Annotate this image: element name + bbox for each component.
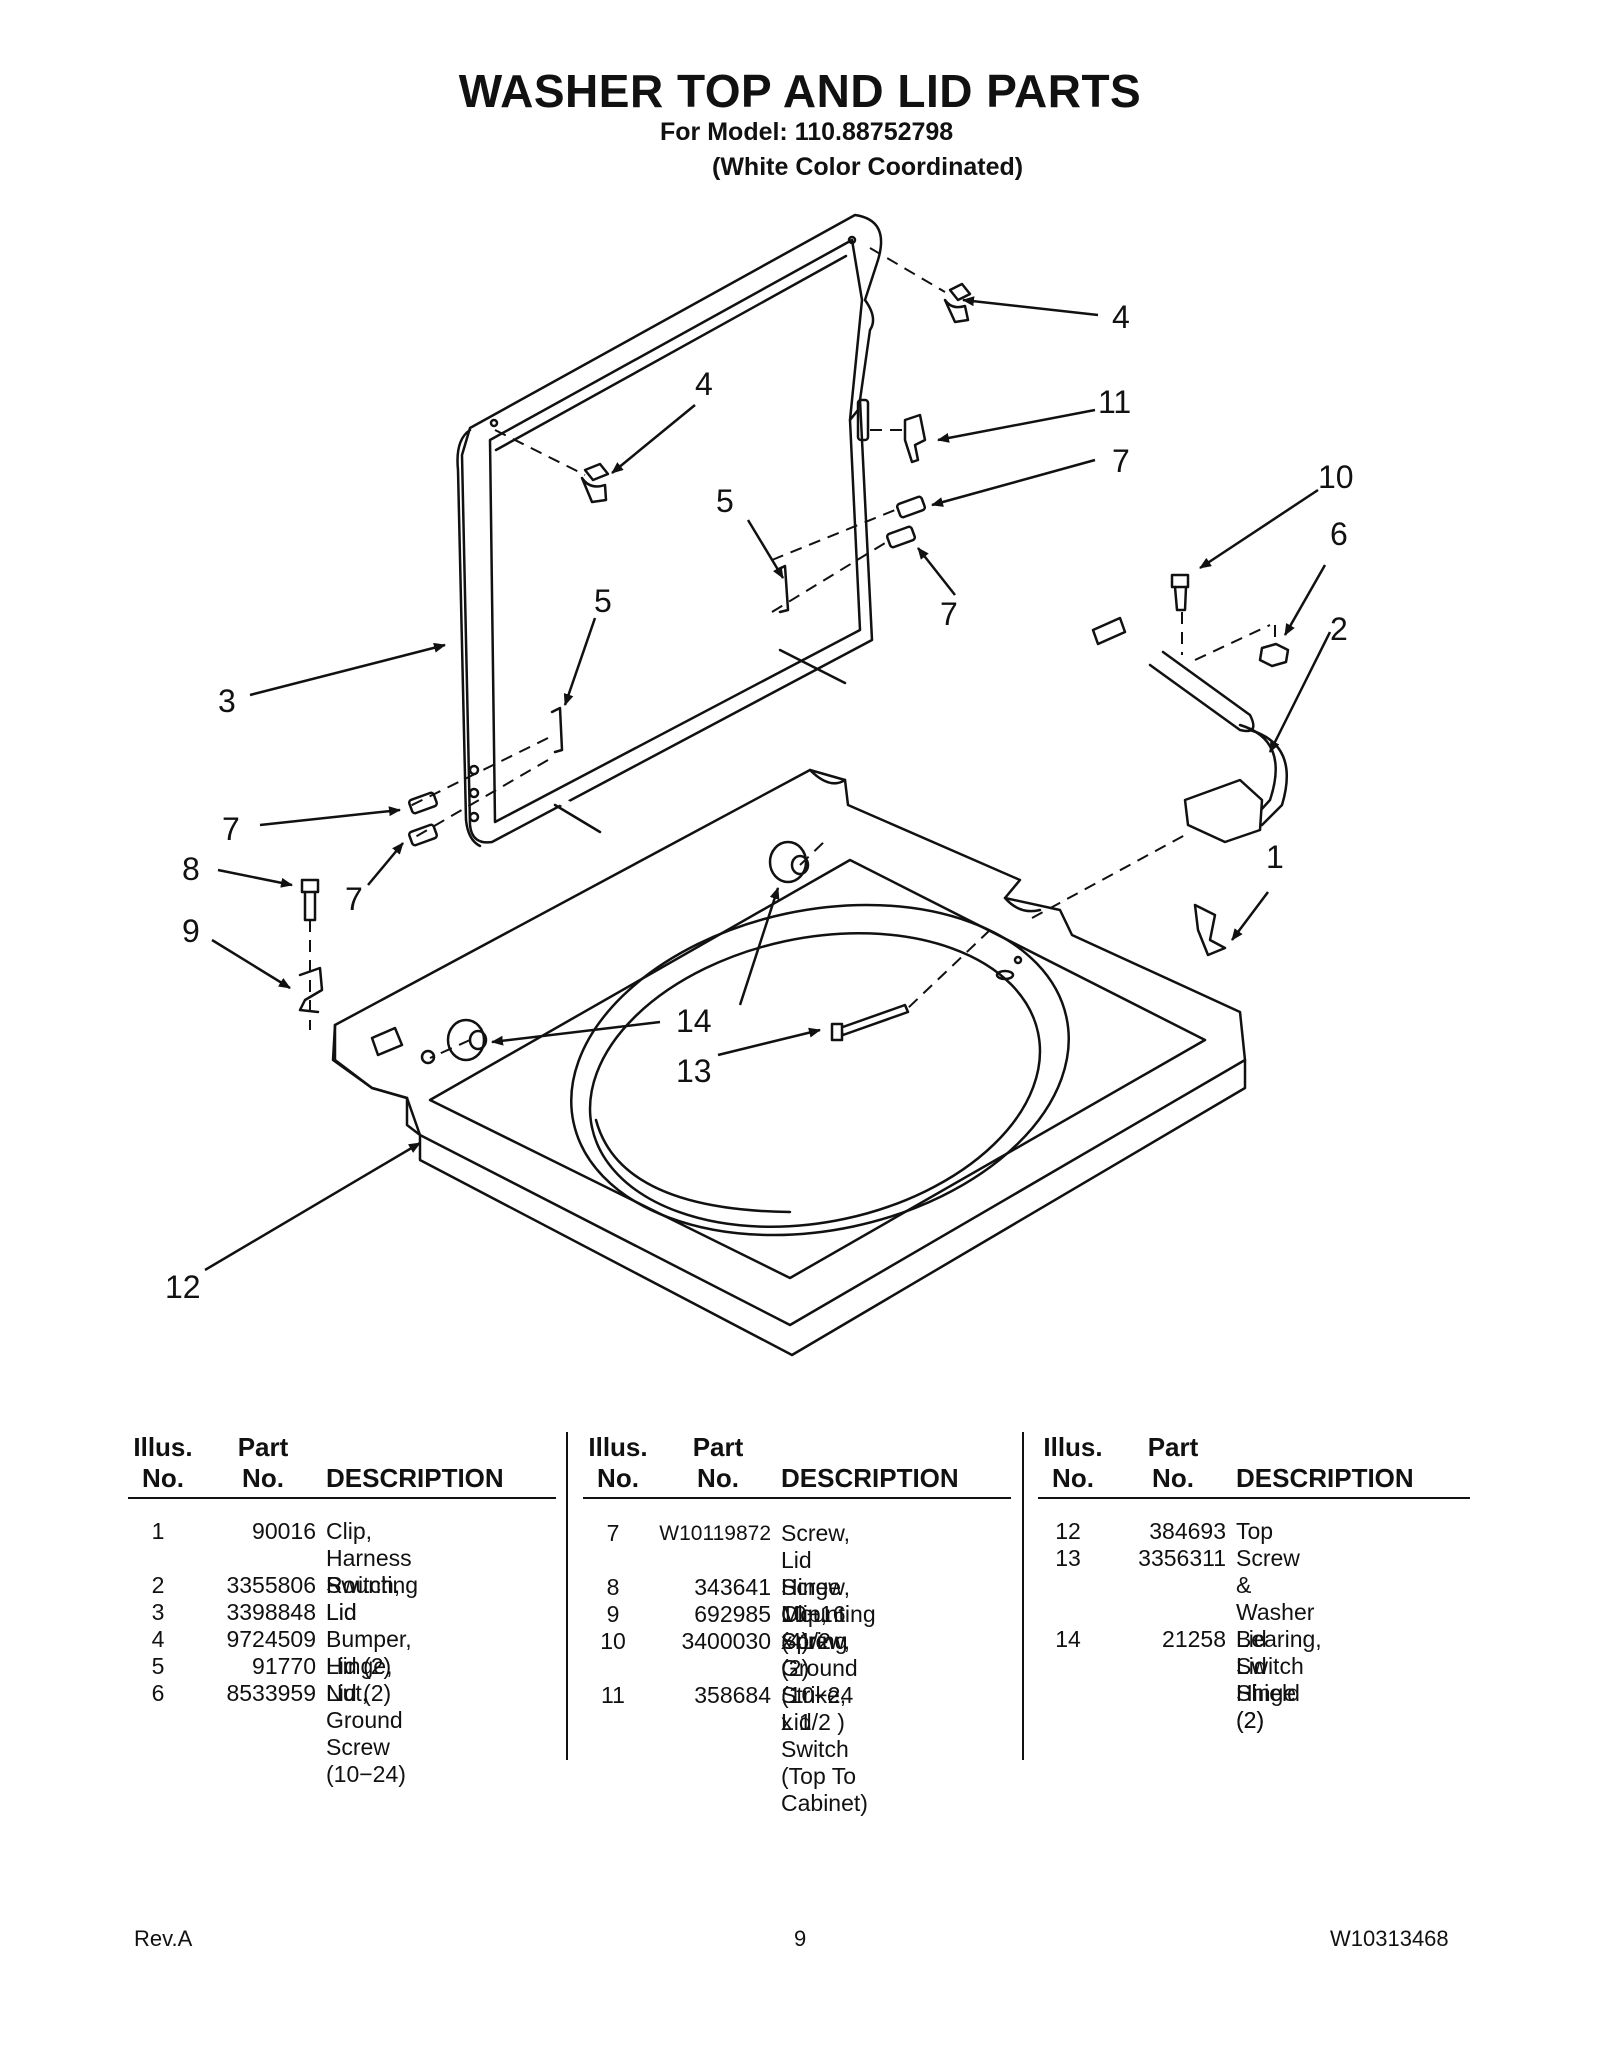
row-description: Bumper, Lid (2) bbox=[326, 1626, 412, 1679]
screws-7-right bbox=[885, 495, 927, 549]
ground-screw-10 bbox=[1170, 573, 1190, 612]
row-description: Switch, Lid bbox=[326, 1572, 401, 1625]
row-description: Screw, Lid Hinge Mounting (4) bbox=[781, 1520, 876, 1654]
row-description: Lid bbox=[326, 1599, 357, 1625]
callout-12: 12 bbox=[165, 1269, 201, 1305]
strike-11 bbox=[903, 413, 927, 464]
callout-4b: 4 bbox=[695, 366, 713, 402]
row-description: Screw, 10−16 x 1/2 bbox=[781, 1574, 851, 1654]
page-title: WASHER TOP AND LID PARTS bbox=[458, 65, 1142, 117]
row-description: Strike, Lid Switch (Top To Cabinet) bbox=[781, 1682, 868, 1816]
callout-7d: 7 bbox=[345, 881, 363, 917]
callout-2: 2 bbox=[1330, 611, 1348, 647]
callout-10: 10 bbox=[1318, 459, 1354, 495]
footer-page-number: 9 bbox=[794, 1926, 807, 1951]
callout-11: 11 bbox=[1098, 384, 1131, 420]
footer-doc-number: W10313468 bbox=[1330, 1926, 1449, 1951]
header-rule bbox=[1038, 1497, 1470, 1499]
callout-5a: 5 bbox=[716, 483, 734, 519]
clip-1 bbox=[1193, 903, 1227, 957]
row-description: Nut, Ground Screw (10−24) bbox=[326, 1680, 406, 1787]
header-illus: Illus. bbox=[588, 1432, 648, 1462]
column-divider-1 bbox=[566, 1432, 568, 1760]
header-rule bbox=[128, 1497, 556, 1499]
row-description: Bearing, Lid Hinge (2) bbox=[1236, 1626, 1322, 1733]
color-note: (White Color Coordinated) bbox=[712, 153, 1024, 181]
callout-5b: 5 bbox=[594, 583, 612, 619]
callout-4a: 4 bbox=[1112, 299, 1130, 335]
callout-7c: 7 bbox=[222, 811, 240, 847]
footer-revision: Rev.A bbox=[134, 1926, 193, 1951]
top-drawing bbox=[331, 768, 1247, 1357]
callout-7b: 7 bbox=[940, 596, 958, 632]
header-illus-no: No. bbox=[597, 1463, 639, 1493]
header-illus: Illus. bbox=[133, 1432, 193, 1462]
row-description: Screw, Ground (10−24 x 1/2 ) bbox=[781, 1628, 858, 1735]
header-part-no: No. bbox=[697, 1463, 739, 1493]
screw-8 bbox=[300, 878, 320, 922]
header-rule bbox=[583, 1497, 1011, 1499]
header-part-no: No. bbox=[242, 1463, 284, 1493]
lid-drawing bbox=[456, 213, 883, 848]
screws-7-left bbox=[407, 791, 439, 847]
callout-9: 9 bbox=[182, 913, 200, 949]
header-illus: Illus. bbox=[1043, 1432, 1103, 1462]
header-illus-no: No. bbox=[142, 1463, 184, 1493]
callout-1: 1 bbox=[1266, 839, 1284, 875]
header-part: Part bbox=[237, 1432, 289, 1462]
switch-2 bbox=[1091, 616, 1289, 844]
header-description: DESCRIPTION bbox=[781, 1463, 959, 1493]
bearing-14a bbox=[768, 840, 810, 884]
callout-6: 6 bbox=[1330, 516, 1348, 552]
callout-7a: 7 bbox=[1112, 443, 1130, 479]
bearing-14b bbox=[446, 1018, 488, 1062]
header-part-no: No. bbox=[1152, 1463, 1194, 1493]
model-number: For Model: 110.88752798 bbox=[660, 118, 954, 146]
row-description: Top bbox=[1236, 1518, 1274, 1544]
header-description: DESCRIPTION bbox=[326, 1463, 504, 1493]
row-description: Clip, Spring (2) bbox=[781, 1601, 848, 1681]
header-description: DESCRIPTION bbox=[1236, 1463, 1414, 1493]
column-divider-2 bbox=[1022, 1432, 1024, 1760]
callout-13: 13 bbox=[676, 1053, 712, 1089]
bumper-4b bbox=[580, 462, 610, 504]
header-part: Part bbox=[692, 1432, 744, 1462]
row-description: Hinge, Lid (2) bbox=[326, 1653, 393, 1706]
row-description: Clip, Harness Rounting bbox=[326, 1518, 419, 1598]
exploded-parts-diagram: 4 4 11 7 10 6 5 7 5 2 3 7 8 7 1 9 14 13 … bbox=[165, 213, 1354, 1357]
callout-14: 14 bbox=[676, 1003, 712, 1039]
row-description: Screw & Washer Lid Switch Shield (2) bbox=[1236, 1545, 1315, 1733]
callout-3: 3 bbox=[218, 683, 236, 719]
callout-8: 8 bbox=[182, 851, 200, 887]
bumper-4a bbox=[943, 282, 972, 324]
screw-13 bbox=[830, 1003, 910, 1042]
nut-6 bbox=[1258, 642, 1290, 668]
header-part: Part bbox=[1147, 1432, 1199, 1462]
header-illus-no: No. bbox=[1052, 1463, 1094, 1493]
